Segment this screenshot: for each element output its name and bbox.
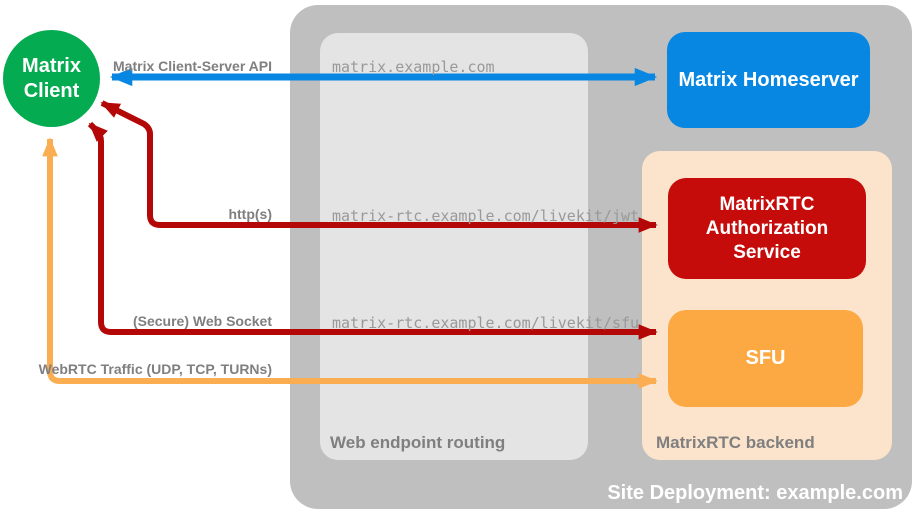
web-endpoint-routing-panel [320, 33, 588, 460]
api-arrow-label: Matrix Client-Server API [113, 58, 272, 74]
webrtc-arrow-label: WebRTC Traffic (UDP, TCP, TURNs) [38, 361, 272, 377]
routing-panel-caption: Web endpoint routing [330, 433, 506, 452]
sfu-node: SFU [668, 310, 863, 407]
matrix-homeserver-node: Matrix Homeserver [667, 32, 870, 128]
backend-panel-caption: MatrixRTC backend [656, 433, 815, 452]
matrix-client-label-line1: Matrix [22, 54, 81, 77]
websocket-arrow-label: (Secure) Web Socket [132, 313, 272, 329]
matrix-client-node: Matrix Client [3, 30, 100, 127]
homeserver-route-url: matrix.example.com [332, 58, 495, 76]
http-arrow-label: http(s) [228, 206, 272, 222]
jwt-route-url: matrix-rtc.example.com/livekit/jwt [332, 207, 640, 225]
sfu-route-url: matrix-rtc.example.com/livekit/sfu [332, 314, 640, 332]
matrixrtc-auth-service-label: MatrixRTC Authorization Service [705, 193, 829, 263]
sfu-label: SFU [745, 347, 786, 369]
matrix-homeserver-label: Matrix Homeserver [678, 68, 859, 91]
matrix-client-label-line2: Client [23, 79, 80, 102]
site-deployment-title: Site Deployment: example.com [607, 482, 903, 504]
matrixrtc-auth-service-node: MatrixRTC Authorization Service [668, 178, 866, 279]
